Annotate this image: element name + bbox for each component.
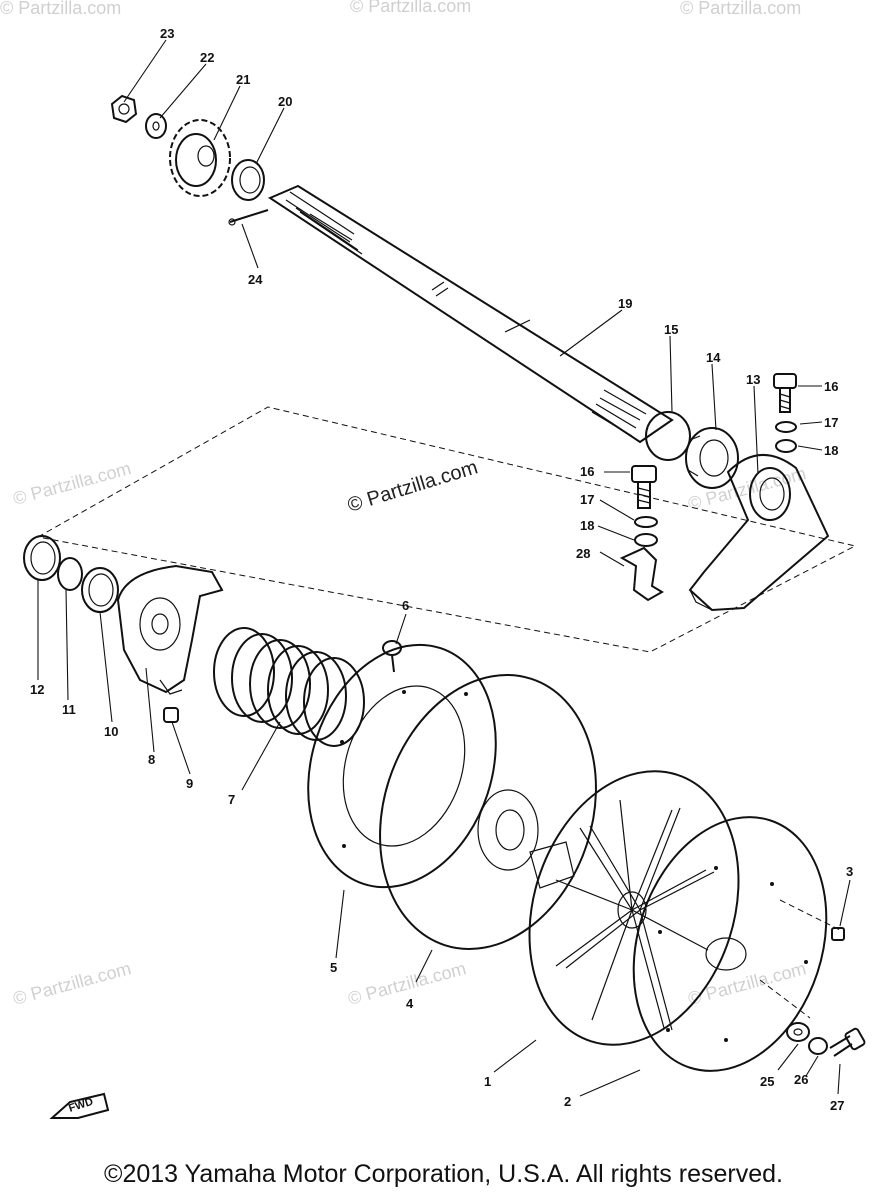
secondary-shaft xyxy=(267,184,674,444)
callout-27: 27 xyxy=(830,1098,844,1113)
callout-18: 18 xyxy=(580,518,594,533)
mounting-plate xyxy=(619,546,664,602)
callout-2: 2 xyxy=(564,1094,571,1109)
background-watermarks: © Partzilla.com © Partzilla.com © Partzi… xyxy=(0,0,808,1009)
bearing-bracket xyxy=(688,454,830,612)
callout-15: 15 xyxy=(664,322,678,337)
sheave-disc xyxy=(307,643,497,889)
copyright-notice: ©2013 Yamaha Motor Corporation, U.S.A. A… xyxy=(104,1160,783,1188)
callout-3: 3 xyxy=(846,864,853,879)
washer xyxy=(775,421,797,433)
callout-28: 28 xyxy=(576,546,590,561)
callout-16: 16 xyxy=(824,379,838,394)
nut xyxy=(110,94,138,124)
callout-labels: 23 22 21 20 24 19 15 14 13 16 17 18 16 1… xyxy=(30,26,853,1113)
callout-20: 20 xyxy=(278,94,292,109)
callout-5: 5 xyxy=(330,960,337,975)
washer xyxy=(145,113,167,139)
cover-plate xyxy=(632,816,828,1072)
callout-9: 9 xyxy=(186,776,193,791)
bolt xyxy=(382,640,402,673)
slider-button xyxy=(163,707,179,723)
bolt xyxy=(831,927,845,941)
forward-direction-arrow: FWD xyxy=(49,1092,110,1119)
callout-11: 11 xyxy=(62,702,76,717)
fwd-label: FWD xyxy=(67,1096,95,1115)
callout-4: 4 xyxy=(406,996,414,1011)
callout-10: 10 xyxy=(104,724,118,739)
bolt xyxy=(829,1027,866,1057)
watermark-text: © Partzilla.com xyxy=(11,958,133,1009)
callout-6: 6 xyxy=(402,598,409,613)
callout-26: 26 xyxy=(794,1072,808,1087)
callout-12: 12 xyxy=(30,682,44,697)
thrust-washer xyxy=(81,567,119,613)
callout-14: 14 xyxy=(706,350,721,365)
callout-22: 22 xyxy=(200,50,214,65)
sprocket xyxy=(169,119,231,197)
clutch-spring xyxy=(213,627,365,747)
watermark-text: © Partzilla.com xyxy=(686,958,808,1009)
bolt xyxy=(631,465,657,509)
lock-washer xyxy=(808,1037,828,1055)
callout-24: 24 xyxy=(248,272,263,287)
fixed-sheave xyxy=(528,770,740,1046)
movable-sheave xyxy=(379,674,597,950)
callout-21: 21 xyxy=(236,72,250,87)
callout-16: 16 xyxy=(580,464,594,479)
watermark-text: © Partzilla.com xyxy=(680,0,801,18)
washer xyxy=(786,1022,810,1042)
callout-1: 1 xyxy=(484,1074,491,1089)
washer xyxy=(634,516,658,528)
bolt xyxy=(773,373,797,413)
torque-cam xyxy=(116,564,224,695)
watermark-text: © Partzilla.com xyxy=(350,0,471,16)
callout-19: 19 xyxy=(618,296,632,311)
callout-18: 18 xyxy=(824,443,838,458)
callout-23: 23 xyxy=(160,26,174,41)
bearing xyxy=(685,427,739,489)
circlip xyxy=(645,411,691,461)
watermark-text: © Partzilla.com xyxy=(11,458,133,509)
callout-17: 17 xyxy=(824,415,838,430)
leader-lines xyxy=(37,39,851,1097)
circlip xyxy=(57,557,83,591)
callout-8: 8 xyxy=(148,752,155,767)
callout-25: 25 xyxy=(760,1074,774,1089)
axis-line xyxy=(759,899,841,1019)
callout-13: 13 xyxy=(746,372,760,387)
woodruff-key xyxy=(228,209,269,226)
center-watermark: © Partzilla.com xyxy=(345,456,480,516)
watermark-text: © Partzilla.com xyxy=(0,0,121,18)
callout-7: 7 xyxy=(228,792,235,807)
assembly-outline xyxy=(36,406,857,653)
lock-washer xyxy=(775,439,797,453)
thrust-ring xyxy=(23,535,61,581)
lock-washer xyxy=(634,533,658,547)
callout-17: 17 xyxy=(580,492,594,507)
bearing xyxy=(231,159,265,201)
